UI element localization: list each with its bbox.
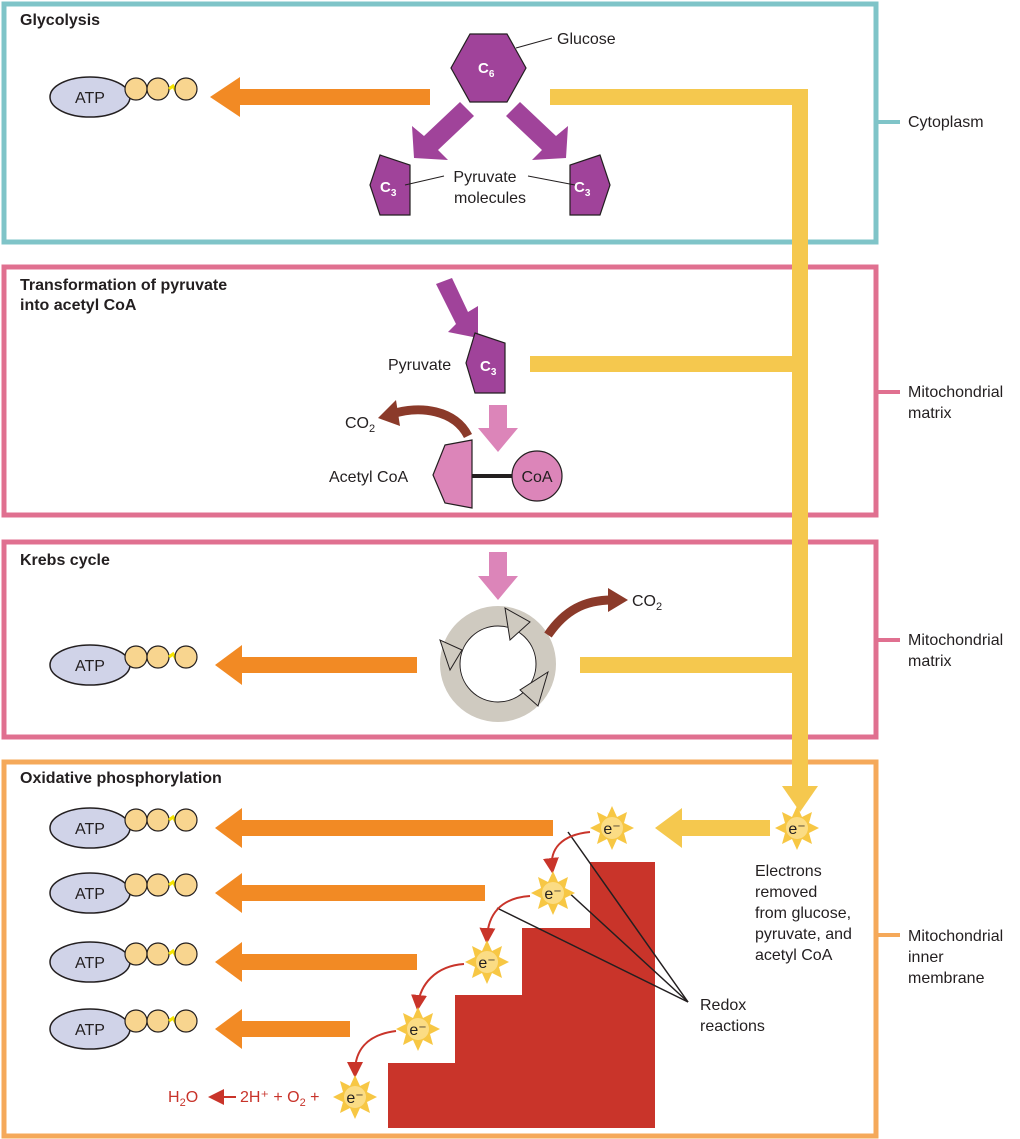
electron-icon: e⁻ [465,940,509,984]
energy-staircase [388,862,655,1128]
glucose-label: Glucose [557,31,616,48]
c3-label: C3 [574,179,591,199]
location-label: membrane [908,970,985,987]
section-title: Oxidative phosphorylation [20,770,222,787]
svg-text:e⁻: e⁻ [788,821,805,838]
electron-icon: e⁻ [775,806,819,850]
electron-icon: e⁻ [396,1007,440,1051]
electron-icon: e⁻ [333,1075,377,1119]
electrons-removed-label: removed [755,884,817,901]
pyruvate-molecules-label: Pyruvate [453,169,516,186]
acetyl-coa-label: Acetyl CoA [329,469,408,486]
co2-label: CO2 [632,593,662,613]
section-title: Krebs cycle [20,552,110,569]
c3-label: C3 [480,358,497,378]
pyruvate-pentagon [569,154,611,216]
c3-label: C3 [380,179,397,199]
glycolysis-box [1,1,879,245]
oxidative-phosphorylation-box [1,759,879,1139]
pyruvate-molecules-label: molecules [454,190,526,207]
equation-label: 2H⁺ + O2 + [240,1089,320,1109]
coa-label: CoA [521,469,552,486]
svg-text:ATP: ATP [75,955,105,972]
svg-text:ATP: ATP [75,90,105,107]
location-label: Mitochondrial [908,632,1003,649]
location-label: Cytoplasm [908,114,984,131]
co2-arrow [390,405,473,439]
pyruvate-pentagon [465,332,506,394]
svg-text:ATP: ATP [75,1022,105,1039]
atp-icon: ATP [48,806,199,850]
location-label: Mitochondrial [908,384,1003,401]
co2-arrow [544,595,613,638]
electron-transfer-arrows [347,831,591,1078]
location-label: matrix [908,405,952,422]
atp-icon: ATP [48,871,199,915]
redox-label: Redox [700,997,746,1014]
pink-arrow [478,405,518,452]
svg-text:e⁻: e⁻ [409,1022,426,1039]
svg-text:ATP: ATP [75,658,105,675]
electron-icon: e⁻ [531,871,575,915]
electrons-removed-label: pyruvate, and [755,926,852,943]
location-label: Mitochondrial [908,928,1003,945]
section-title: into acetyl CoA [20,297,137,314]
svg-text:ATP: ATP [75,886,105,903]
atp-icon: ATP [48,940,199,984]
krebs-cycle-icon [439,606,556,722]
coa-circle [511,450,563,502]
split-arrows [412,102,568,160]
pyruvate-label: Pyruvate [388,357,451,374]
location-label: inner [908,949,944,966]
water-label: H2O [168,1089,198,1109]
pyruvate-transformation-box [1,264,879,518]
pink-arrow [478,552,518,600]
svg-text:e⁻: e⁻ [346,1090,363,1107]
section-title: Transformation of pyruvate [20,277,227,294]
glucose-hexagon [450,33,527,103]
pyruvate-pentagon [369,154,411,216]
purple-arrow [436,278,478,338]
electron-icon: e⁻ [590,806,634,850]
redox-label: reactions [700,1018,765,1035]
svg-text:ATP: ATP [75,821,105,838]
acetyl-group [432,439,473,509]
atp-icon: ATP [48,75,199,119]
c6-label: C6 [478,60,495,80]
section-title: Glycolysis [20,12,100,29]
atp-icon: ATP [48,1007,199,1051]
svg-text:e⁻: e⁻ [603,821,620,838]
electrons-removed-label: from glucose, [755,905,851,922]
electrons-removed-label: acetyl CoA [755,947,833,964]
svg-text:e⁻: e⁻ [478,955,495,972]
electrons-removed-label: Electrons [755,863,822,880]
electron-path [530,89,818,848]
krebs-cycle-box [1,539,879,740]
atp-arrows [210,77,553,1049]
redox-lines [496,831,689,1003]
location-label: matrix [908,653,952,670]
atp-icon: ATP [48,643,199,687]
co2-label: CO2 [345,415,375,435]
svg-text:e⁻: e⁻ [544,886,561,903]
